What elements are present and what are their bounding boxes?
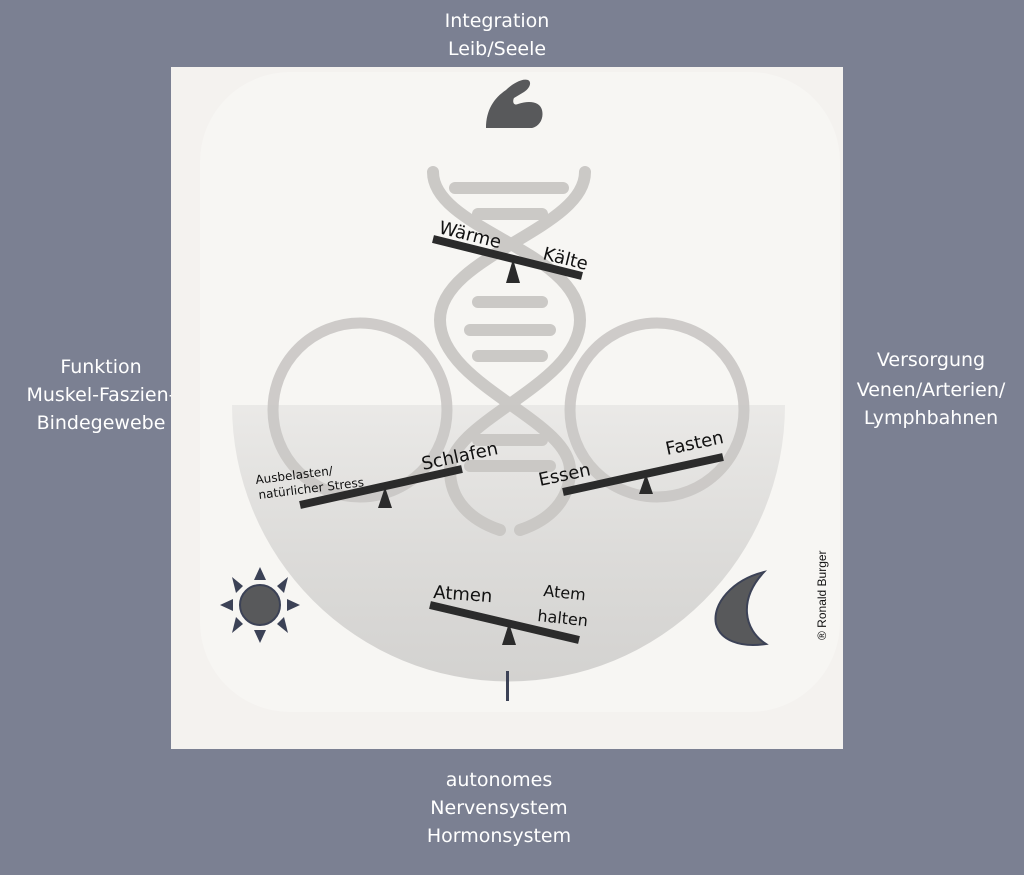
top-label-line1: Integration <box>444 10 550 32</box>
scale-breathing-left-label: Atmen <box>433 582 493 607</box>
infinity-loops <box>267 317 750 503</box>
scale-temperature-beam <box>432 235 583 280</box>
right-label: Versorgung Venen/Arterien/ Lymphbahnen <box>838 346 1024 432</box>
scale-breathing-fulcrum <box>502 623 516 645</box>
scale-stress-sleep-beam <box>299 465 463 509</box>
bottom-label-line3: Hormonsystem <box>426 825 572 847</box>
left-label-line2: Muskel-Faszien- <box>26 384 176 406</box>
copyright-text: ® Ronald Burger <box>815 550 829 640</box>
bottom-label-line1: autonomes <box>445 769 553 791</box>
top-label-line2: Leib/Seele <box>447 38 547 60</box>
right-label-line1: Versorgung <box>876 349 986 371</box>
top-label: Integration Leib/Seele <box>402 7 592 63</box>
scale-breathing-right-line1: Atem <box>543 581 587 604</box>
scale-stress-sleep-fulcrum <box>378 487 392 508</box>
sun-icon <box>220 567 300 643</box>
flexed-arm-icon <box>486 79 543 128</box>
left-label-line3: Bindegewebe <box>36 412 166 434</box>
bottom-tick <box>506 671 509 701</box>
left-label-line1: Funktion <box>60 356 142 378</box>
bottom-label-line2: Nervensystem <box>430 797 568 819</box>
moon-icon <box>714 570 769 646</box>
scale-breathing-beam <box>429 601 580 644</box>
scale-eating-fasting-beam <box>562 453 724 496</box>
scale-breathing: Atmen Atem halten <box>429 581 589 645</box>
scale-temperature-fulcrum <box>506 259 520 283</box>
bottom-label: autonomes Nervensystem Hormonsystem <box>390 766 608 850</box>
scale-eating-fasting-fulcrum <box>639 474 653 494</box>
right-label-line2: Venen/Arterien/ <box>856 379 1006 401</box>
left-label: Funktion Muskel-Faszien- Bindegewebe <box>10 353 192 437</box>
right-label-line3: Lymphbahnen <box>863 407 999 429</box>
